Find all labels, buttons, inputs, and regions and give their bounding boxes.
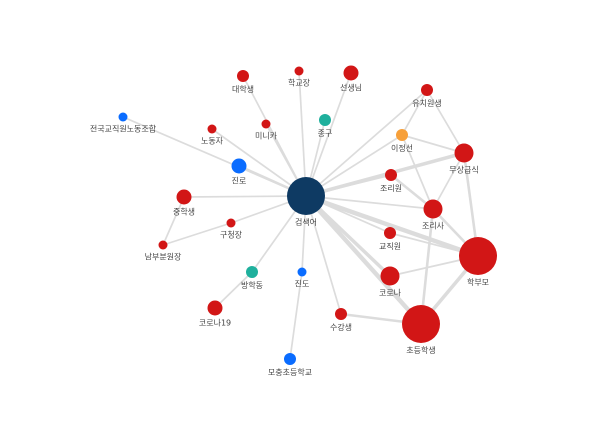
node-무상급식[interactable]: 무상급식	[449, 143, 479, 175]
node-label: 노동자	[201, 137, 224, 146]
edge	[305, 72, 352, 197]
node-노동자[interactable]: 노동자	[201, 124, 224, 146]
node-circle[interactable]	[454, 143, 474, 163]
edge	[183, 195, 307, 198]
node-circle[interactable]	[421, 84, 433, 96]
node-circle[interactable]	[319, 114, 331, 126]
node-circle[interactable]	[237, 70, 249, 82]
node-label: 학부모	[467, 277, 489, 287]
node-circle[interactable]	[207, 124, 217, 134]
node-circle[interactable]	[459, 237, 497, 275]
edge	[298, 70, 307, 197]
node-label: 학교장	[288, 78, 311, 88]
node-유치원생[interactable]: 유치원생	[412, 84, 442, 108]
node-초등학생[interactable]: 초등학생	[402, 305, 440, 355]
node-circle[interactable]	[384, 227, 396, 239]
node-label: 수강생	[330, 322, 352, 332]
node-label: 남부분원장	[145, 252, 182, 262]
node-label: 중학생	[173, 207, 195, 217]
node-label: 교직원	[379, 241, 401, 251]
node-circle[interactable]	[380, 266, 400, 286]
node-label: 무상급식	[449, 165, 478, 175]
node-label: 조리원	[380, 184, 402, 193]
node-label: 방학동	[241, 280, 263, 290]
node-검색어[interactable]: 검색어	[287, 177, 325, 227]
edge	[305, 89, 428, 197]
node-코로나19[interactable]: 코로나19	[199, 300, 231, 328]
edge	[304, 194, 423, 326]
node-수강생[interactable]: 수강생	[330, 308, 352, 332]
node-label: 유치원생	[412, 98, 441, 108]
node-circle[interactable]	[297, 267, 307, 277]
node-학부모[interactable]: 학부모	[459, 237, 497, 287]
node-label: 전국교직원노동조합	[90, 124, 157, 134]
node-circle[interactable]	[335, 308, 347, 320]
node-label: 대학생	[232, 84, 254, 94]
node-circle[interactable]	[402, 305, 440, 343]
node-모충초등학교[interactable]: 모충초등학교	[268, 353, 312, 377]
node-label: 이정선	[391, 143, 413, 153]
edge	[289, 271, 303, 360]
node-교직원[interactable]: 교직원	[379, 227, 401, 251]
node-구청장[interactable]: 구청장	[220, 218, 243, 240]
node-circle[interactable]	[176, 189, 192, 205]
node-circle[interactable]	[294, 66, 304, 76]
edge	[432, 152, 465, 210]
node-남부분원장[interactable]: 남부분원장	[145, 240, 182, 262]
node-label: 미니카	[255, 131, 278, 141]
edge	[305, 195, 342, 315]
node-label: 진도	[295, 279, 310, 289]
edge	[305, 193, 479, 259]
edge	[419, 208, 435, 325]
edge	[211, 128, 307, 197]
node-label: 조리사	[422, 222, 445, 231]
node-circle[interactable]	[226, 218, 236, 228]
edge	[426, 89, 465, 154]
node-미니카[interactable]: 미니카	[255, 119, 278, 141]
node-label: 구청장	[220, 230, 243, 240]
node-이정선[interactable]: 이정선	[391, 129, 413, 153]
edge	[401, 134, 465, 154]
node-label: 코로나19	[199, 319, 231, 328]
node-중학생[interactable]: 중학생	[173, 189, 195, 217]
node-조리원[interactable]: 조리원	[380, 169, 402, 193]
node-전국교직원노동조합[interactable]: 전국교직원노동조합	[90, 112, 157, 134]
node-조리사[interactable]: 조리사	[422, 199, 445, 231]
node-label: 모충초등학교	[268, 367, 312, 377]
edge	[401, 134, 434, 210]
node-circle[interactable]	[287, 177, 325, 215]
node-circle[interactable]	[396, 129, 408, 141]
node-진도[interactable]: 진도	[295, 267, 310, 289]
node-label: 초등학생	[406, 345, 435, 355]
node-진로[interactable]: 진로	[231, 158, 247, 186]
node-방학동[interactable]: 방학동	[241, 266, 263, 290]
node-circle[interactable]	[246, 266, 258, 278]
node-circle[interactable]	[261, 119, 271, 129]
node-label: 종구	[318, 129, 333, 138]
edge	[305, 195, 434, 210]
edge	[214, 271, 253, 309]
node-circle[interactable]	[118, 112, 128, 122]
node-circle[interactable]	[343, 65, 359, 81]
node-학교장[interactable]: 학교장	[288, 66, 311, 88]
node-코로나[interactable]: 코로나	[379, 266, 402, 298]
node-label: 진로	[232, 176, 247, 186]
node-circle[interactable]	[207, 300, 223, 316]
node-대학생[interactable]: 대학생	[232, 70, 254, 94]
node-종구[interactable]: 종구	[318, 114, 333, 138]
node-circle[interactable]	[284, 353, 296, 365]
node-선생님[interactable]: 선생님	[340, 65, 362, 93]
node-circle[interactable]	[158, 240, 168, 250]
node-label: 검색어	[295, 217, 317, 227]
node-circle[interactable]	[423, 199, 443, 219]
node-label: 선생님	[340, 83, 362, 93]
edge	[162, 222, 232, 246]
node-circle[interactable]	[231, 158, 247, 174]
edge	[401, 89, 428, 136]
node-circle[interactable]	[385, 169, 397, 181]
node-label: 코로나	[379, 289, 402, 298]
edge	[162, 196, 185, 246]
